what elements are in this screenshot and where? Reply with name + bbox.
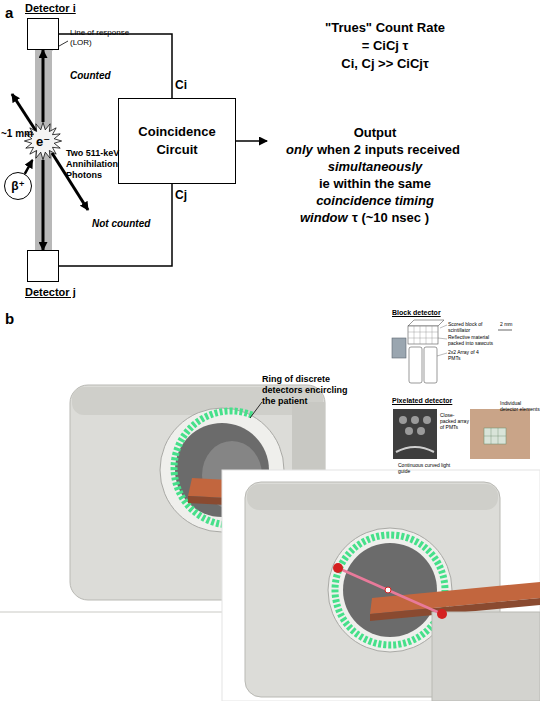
part-label: Continuous curved light guide: [398, 462, 458, 474]
detector-label: Detector i: [25, 2, 76, 14]
box-label: Coincidence Circuit: [125, 123, 229, 158]
detector-elements: [484, 428, 506, 444]
pmt-face: [411, 416, 419, 424]
annihilation-star: e⁻: [24, 122, 62, 160]
process-box: Coincidence Circuit: [118, 98, 236, 184]
detector-box: Detector j: [27, 250, 59, 282]
photo-frame: [222, 470, 540, 701]
detector-ring: [335, 535, 445, 645]
annotation: Not counted: [92, 218, 150, 230]
scale-bar: [498, 330, 512, 331]
part-label: 2x2 Array of 4 PMTs: [448, 349, 488, 361]
output-arrow: [236, 140, 267, 142]
output-note: window: [300, 210, 348, 226]
gantry-top: [247, 484, 498, 510]
positron-circle: β⁺: [4, 172, 32, 200]
formula-text: = CiCj τ: [285, 38, 485, 54]
annihilation-point: [385, 587, 391, 593]
detector-label: Detector j: [25, 286, 76, 298]
particle-label: β⁺: [11, 179, 25, 193]
pmt-face: [417, 427, 425, 435]
callout-label: Ring of discrete detectors encircling th…: [262, 374, 358, 406]
signal-name: Ci: [175, 78, 187, 92]
sawcut-lines: [408, 326, 438, 344]
inset-title: Block detector: [392, 309, 441, 317]
output-note: simultaneously: [270, 159, 480, 175]
photon-arrow: [42, 160, 45, 250]
annotation: Line of response (LOR): [70, 28, 142, 47]
part-label: Reflective material packed into sawcuts: [448, 334, 503, 346]
detector-hit: [437, 609, 447, 619]
particle-label: e⁻: [36, 134, 50, 149]
output-note: when 2 inputs received: [317, 142, 460, 158]
signal-wire: [59, 184, 172, 266]
signal-name: Cj: [175, 188, 187, 202]
annotation: Counted: [70, 70, 111, 82]
pmt-array-photo: [393, 409, 437, 459]
element-grid: [484, 428, 506, 444]
block-photo: [392, 338, 406, 358]
panel-letter: a: [5, 4, 13, 22]
pmt-face: [405, 427, 413, 435]
star-shape: [24, 122, 61, 159]
photon-arrow: [42, 50, 45, 122]
part-label: Individual detector elements: [500, 400, 540, 412]
formula-text: Ci, Cj >> CiCjτ: [285, 56, 485, 72]
hand-photo: [470, 409, 530, 459]
detector-hit: [333, 563, 343, 573]
light-guide: [396, 447, 434, 452]
pmt-face: [399, 416, 407, 424]
pmt-outline: [409, 347, 422, 383]
part-label: Close-packed array of PMTs: [440, 412, 470, 430]
panel-letter: b: [5, 310, 14, 328]
scintillator-block: [408, 320, 444, 326]
output-note: τ (~10 nsec ): [352, 210, 429, 226]
detector-box: Detector i: [27, 18, 59, 50]
part-label: Scored block of scintillator: [448, 321, 496, 333]
pmt-face: [423, 416, 431, 424]
annotation: Two 511-keV Annihilation Photons: [66, 148, 134, 180]
scintillator-block: [408, 326, 438, 344]
bore: [343, 543, 437, 637]
output-note: Output: [270, 125, 480, 141]
dimension: 2 mm: [500, 321, 513, 327]
output-note: only: [286, 142, 313, 158]
bed-base: [432, 612, 540, 701]
leader-line: [437, 325, 447, 356]
floor-line: [0, 612, 222, 613]
pmt-outline: [424, 347, 437, 383]
inset-title: Pixelated detector: [392, 397, 452, 405]
output-note: ie within the same: [270, 176, 480, 192]
photon-arrow: [12, 94, 36, 131]
positron-path: [25, 160, 33, 174]
formula-text: "Trues" Count Rate: [285, 20, 485, 36]
line-of-response: [338, 568, 442, 614]
leader-line: [250, 402, 262, 418]
output-note: coincidence timing: [270, 193, 480, 209]
dimension: ~1 mm: [1, 128, 33, 140]
